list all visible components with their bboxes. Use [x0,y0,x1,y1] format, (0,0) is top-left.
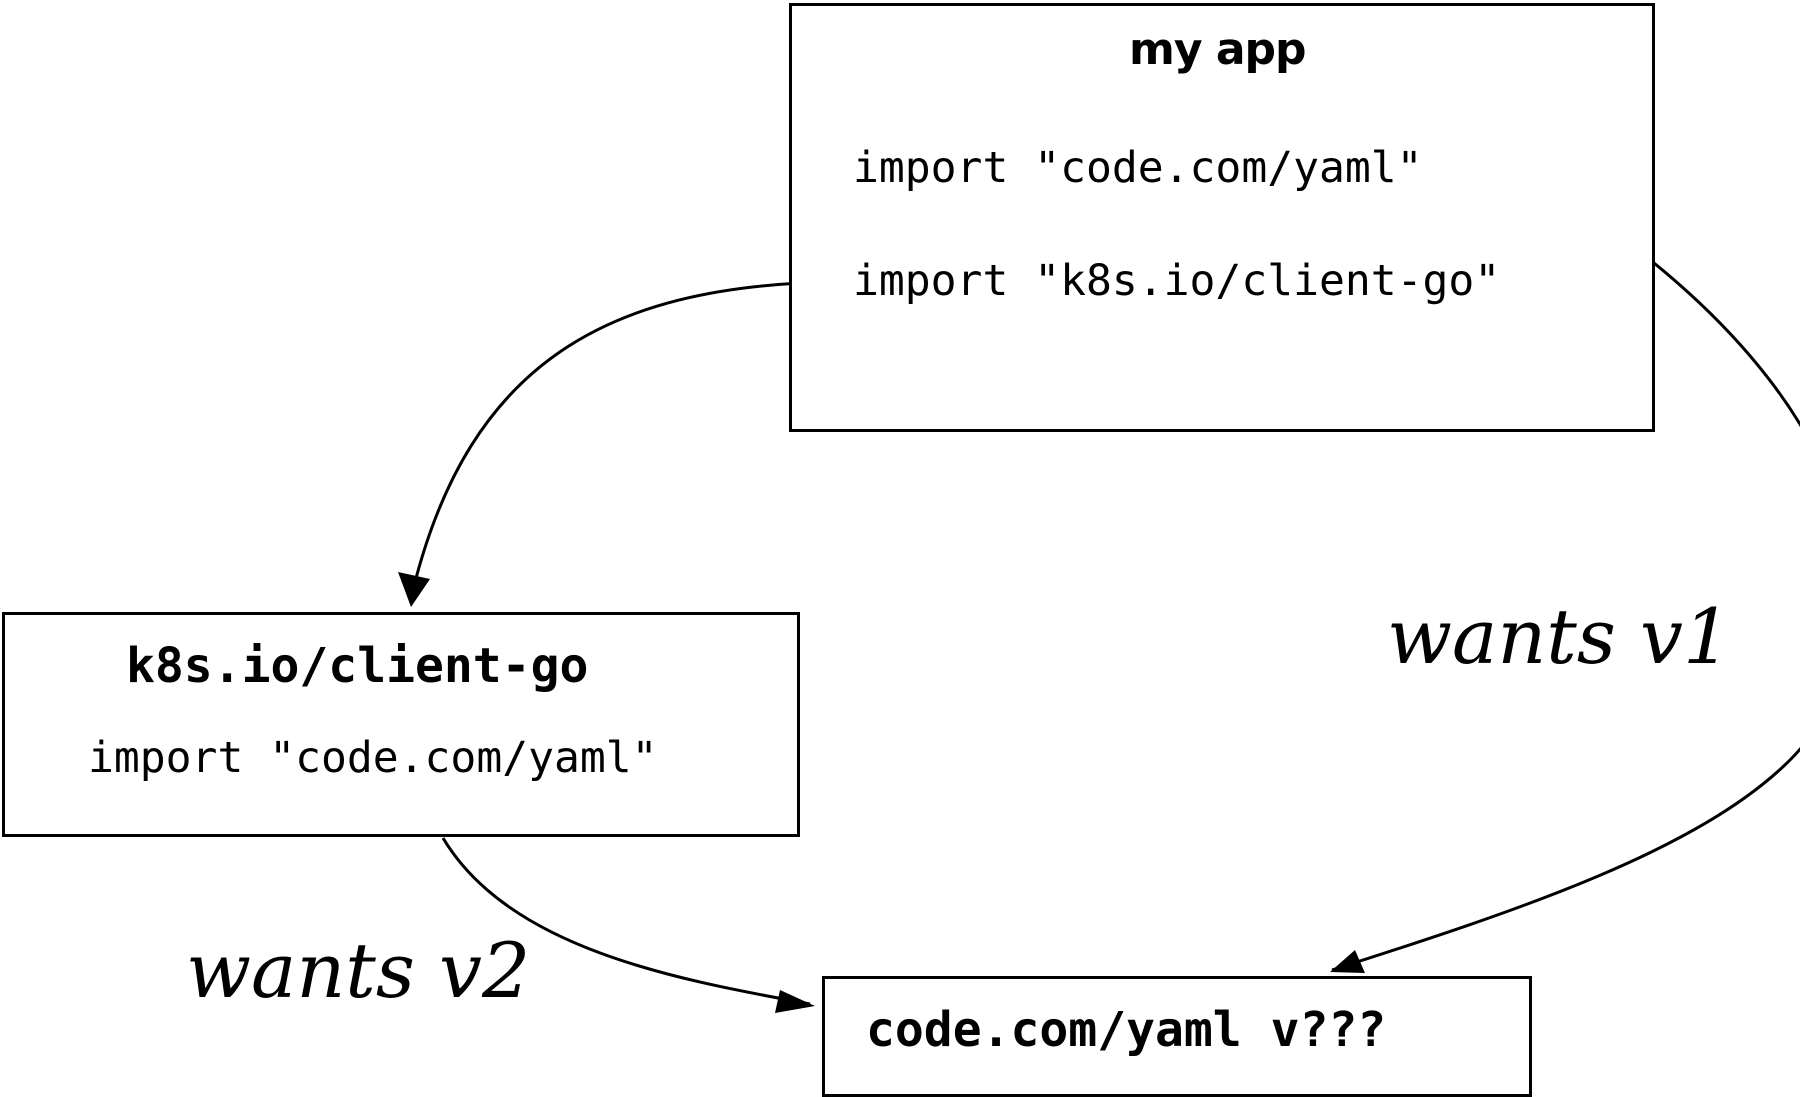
edge-app-to-yaml [1331,173,1800,972]
arrowhead-app-to-yaml [1330,950,1365,973]
node-client-go-title: k8s.io/client-go [126,638,589,694]
node-my-app-title: my app [1129,24,1307,75]
arrowhead-client-go-to-yaml [775,990,815,1013]
node-yaml [822,976,1532,1097]
node-client-go [2,612,800,837]
edge-app-to-client-go [411,280,826,591]
edge-label-wants-v1: wants v1 [1387,592,1732,681]
edge-label-wants-v2: wants v2 [186,926,531,1015]
node-my-app-import-client-go: import "k8s.io/client-go" [853,256,1501,306]
node-my-app-import-yaml: import "code.com/yaml" [853,143,1423,193]
node-client-go-import-yaml: import "code.com/yaml" [88,733,658,783]
node-my-app [789,3,1655,432]
node-yaml-title: code.com/yaml v??? [866,1002,1387,1058]
edge-client-go-to-yaml [441,837,811,1006]
arrowhead-app-to-client-go [398,572,430,607]
